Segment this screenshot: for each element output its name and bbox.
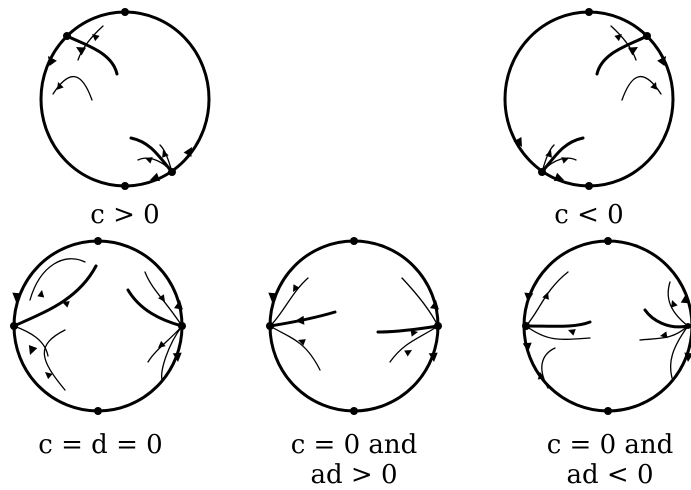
equilibrium-point	[350, 237, 358, 245]
caption-c-d-zero: c = d = 0	[18, 430, 183, 460]
orbit	[610, 25, 637, 61]
panel-c-zero-ad-negative	[522, 237, 691, 415]
caption-line: c = 0 and	[546, 430, 674, 460]
panel-c-zero-ad-positive	[266, 237, 442, 415]
orbit	[525, 271, 569, 327]
separatrix	[126, 288, 184, 328]
separatrix	[65, 34, 119, 76]
equilibrium-point	[121, 8, 129, 16]
orbit	[667, 281, 689, 327]
caption-line: c < 0	[554, 200, 624, 230]
orbit	[389, 325, 439, 363]
boundary-circle	[12, 239, 184, 413]
orbit	[401, 277, 439, 327]
separatrix	[524, 320, 592, 328]
orbit	[269, 325, 321, 371]
caption-line: c = d = 0	[38, 430, 163, 460]
separatrix	[643, 308, 690, 329]
orbit	[137, 157, 173, 173]
separatrix	[376, 324, 440, 334]
orbit	[541, 347, 556, 389]
orbit	[541, 157, 577, 173]
caption-c-zero-ad-negative: c = 0 and ad < 0	[535, 430, 685, 490]
caption-line: c > 0	[90, 200, 160, 230]
orbit	[77, 25, 104, 61]
equilibrium-point	[121, 182, 129, 190]
caption-line: ad < 0	[566, 460, 654, 490]
panel-c-positive	[39, 8, 211, 190]
separatrix	[12, 264, 98, 328]
orbit	[144, 271, 183, 327]
orbit	[13, 325, 49, 357]
equilibrium-point	[94, 237, 102, 245]
caption-c-positive: c > 0	[60, 200, 190, 230]
orbit	[161, 325, 183, 381]
equilibrium-point	[94, 407, 102, 415]
orbit	[29, 258, 86, 301]
separatrix	[268, 310, 337, 328]
equilibrium-point	[604, 237, 612, 245]
orbit	[43, 329, 66, 391]
panel-c-negative	[503, 8, 675, 190]
panel-c-d-zero	[10, 237, 186, 415]
equilibrium-point	[350, 407, 358, 415]
equilibrium-point	[604, 407, 612, 415]
orbit	[525, 325, 591, 340]
separatrix	[595, 34, 649, 76]
caption-c-zero-ad-positive: c = 0 and ad > 0	[279, 430, 429, 490]
orbit	[269, 277, 309, 327]
caption-c-negative: c < 0	[524, 200, 654, 230]
equilibrium-point	[585, 8, 593, 16]
caption-line: ad > 0	[310, 460, 398, 490]
orbit	[669, 325, 689, 379]
equilibrium-point	[585, 182, 593, 190]
caption-line: c = 0 and	[290, 430, 418, 460]
boundary-circle	[268, 239, 440, 413]
